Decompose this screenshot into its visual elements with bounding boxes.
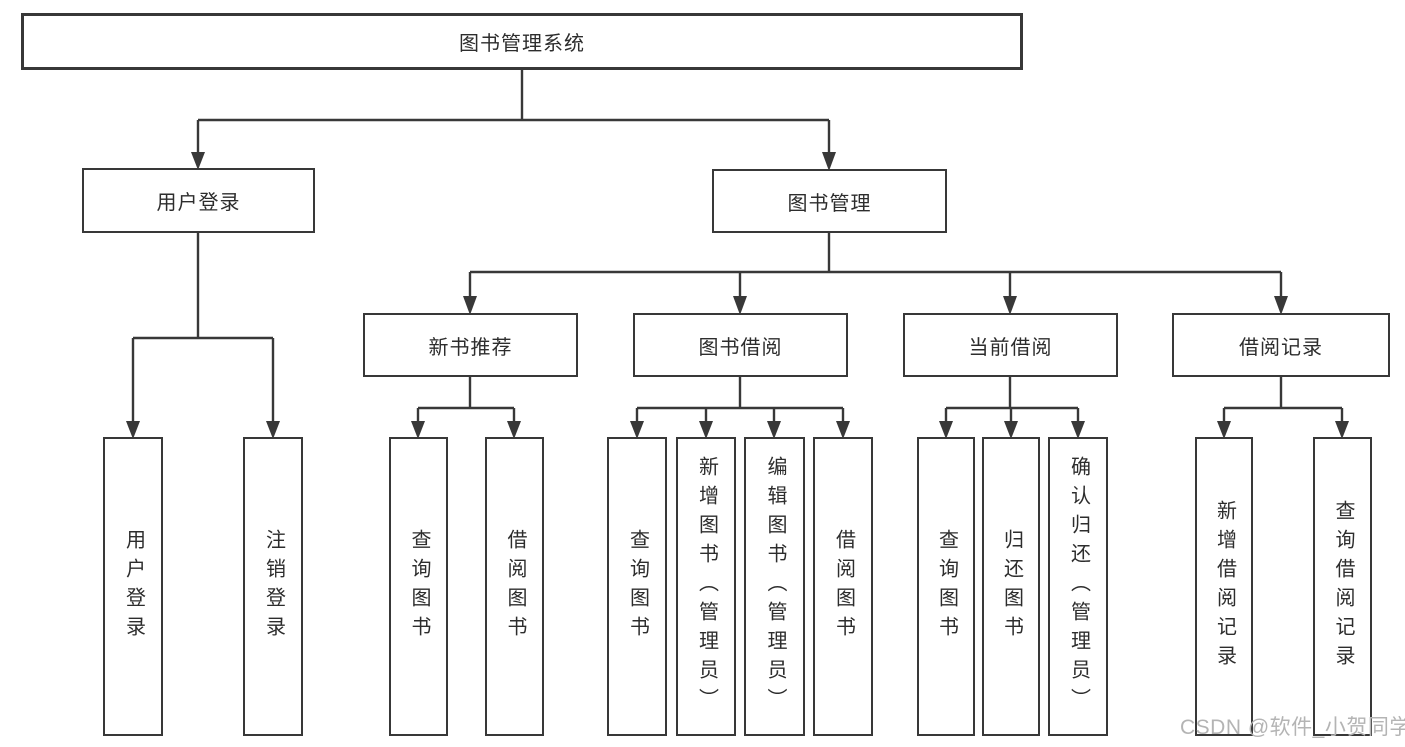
node-borrow-records-label: 借阅记录: [1239, 336, 1323, 359]
leaf-user-login-label: 用户登录: [122, 528, 145, 645]
node-root: 图书管理系统: [21, 13, 1023, 70]
leaf-add-borrow-record: 新增借阅记录: [1195, 437, 1253, 736]
leaf-query-books-current: 查询图书: [917, 437, 975, 736]
node-borrow-records: 借阅记录: [1172, 313, 1390, 377]
node-new-book-recommend-label: 新书推荐: [428, 336, 513, 359]
leaf-borrow-books-borrowing: 借阅图书: [813, 437, 873, 736]
leaf-borrow-books-recommend: 借阅图书: [485, 437, 544, 736]
leaf-add-books-admin-label: 新增图书（管理员）: [695, 456, 718, 717]
leaf-edit-books-admin: 编辑图书（管理员）: [744, 437, 805, 736]
node-user-login: 用户登录: [82, 168, 315, 233]
leaf-query-books-recommend: 查询图书: [389, 437, 448, 736]
leaf-user-login: 用户登录: [103, 437, 163, 736]
node-current-borrowing-label: 当前借阅: [968, 336, 1053, 359]
leaf-logout-label: 注销登录: [262, 528, 285, 645]
node-new-book-recommend: 新书推荐: [363, 313, 578, 377]
leaf-add-books-admin: 新增图书（管理员）: [676, 437, 736, 736]
node-book-borrowing: 图书借阅: [633, 313, 848, 377]
leaf-return-books-label: 归还图书: [1000, 528, 1023, 645]
leaf-logout: 注销登录: [243, 437, 303, 736]
node-current-borrowing: 当前借阅: [903, 313, 1118, 377]
leaf-query-books-borrowing-label: 查询图书: [626, 528, 649, 645]
node-book-borrowing-label: 图书借阅: [698, 336, 783, 359]
leaf-query-books-borrowing: 查询图书: [607, 437, 667, 736]
node-user-login-label: 用户登录: [156, 192, 241, 214]
leaf-borrow-books-recommend-label: 借阅图书: [504, 528, 526, 645]
leaf-query-borrow-record-label: 查询借阅记录: [1332, 499, 1354, 674]
leaf-query-books-recommend-label: 查询图书: [408, 528, 430, 645]
csdn-watermark: CSDN @软件_小贺同学: [1180, 716, 1405, 739]
leaf-add-borrow-record-label: 新增借阅记录: [1213, 499, 1236, 674]
node-book-management: 图书管理: [712, 169, 947, 233]
leaf-query-borrow-record: 查询借阅记录: [1313, 437, 1372, 736]
leaf-confirm-return-admin: 确认归还（管理员）: [1048, 437, 1108, 736]
leaf-edit-books-admin-label: 编辑图书（管理员）: [764, 456, 786, 717]
leaf-return-books: 归还图书: [982, 437, 1040, 736]
leaf-query-books-current-label: 查询图书: [935, 528, 958, 645]
node-book-management-label: 图书管理: [787, 192, 872, 215]
node-root-label: 图书管理系统: [459, 33, 585, 55]
leaf-borrow-books-borrowing-label: 借阅图书: [832, 528, 855, 645]
leaf-confirm-return-admin-label: 确认归还（管理员）: [1067, 456, 1090, 717]
